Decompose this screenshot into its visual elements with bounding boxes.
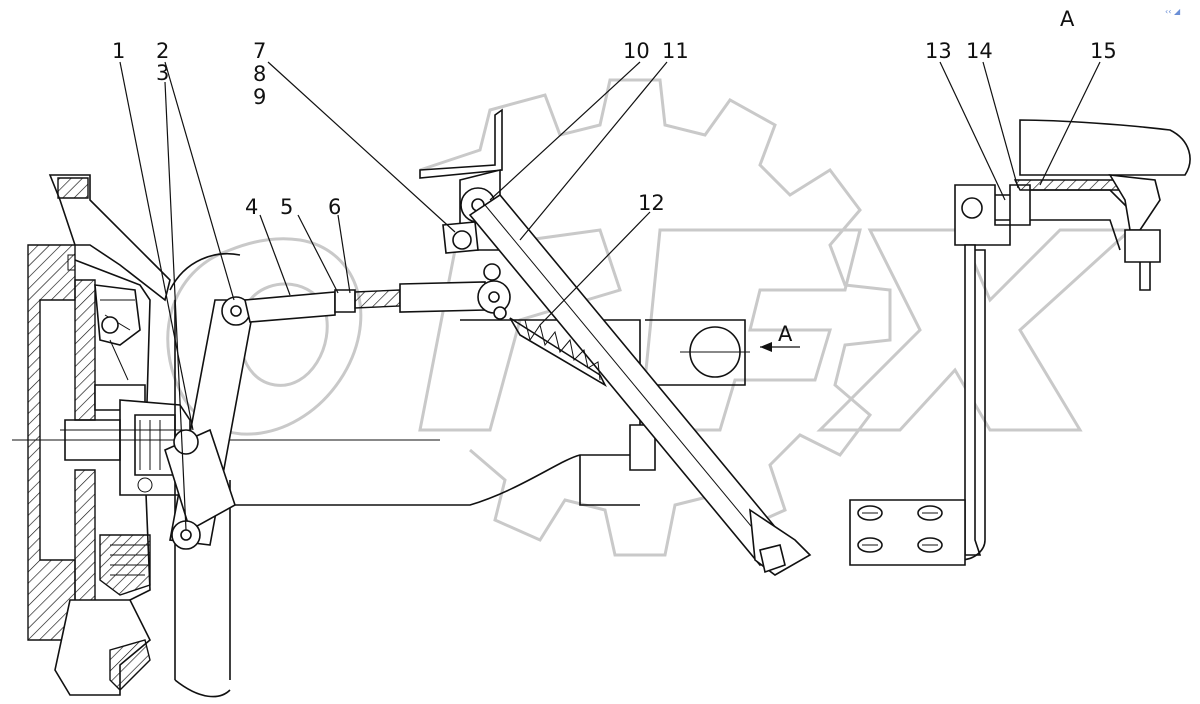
callout-13: 13: [925, 39, 952, 63]
callout-labels: A A 1 2 3 4 5 6 7 8 9 10 11 12 13 14 15 …: [112, 7, 1181, 346]
callout-14: 14: [966, 39, 993, 63]
callout-4: 4: [245, 195, 258, 219]
view-a-detail: [849, 119, 1191, 566]
clutch-housing: [12, 174, 440, 696]
callout-15: 15: [1090, 39, 1117, 63]
linkage-rods: [164, 168, 812, 576]
callout-2: 2: [156, 39, 169, 63]
callout-9: 9: [253, 85, 266, 109]
view-arrow-a: [760, 342, 800, 352]
callout-7: 7: [253, 39, 266, 63]
callout-5: 5: [280, 195, 293, 219]
callout-6: 6: [328, 195, 341, 219]
arrow-label-a: A: [778, 322, 793, 346]
callout-11: 11: [662, 39, 689, 63]
callout-1: 1: [112, 39, 125, 63]
view-label-a: A: [1060, 7, 1075, 31]
leader-lines: [119, 61, 1101, 531]
gearbox-body: [169, 108, 750, 698]
corner-mark: ‹‹ ◢: [1165, 7, 1181, 16]
callout-8: 8: [253, 62, 266, 86]
callout-12: 12: [638, 191, 665, 215]
callout-3: 3: [156, 61, 169, 85]
callout-10: 10: [623, 39, 650, 63]
